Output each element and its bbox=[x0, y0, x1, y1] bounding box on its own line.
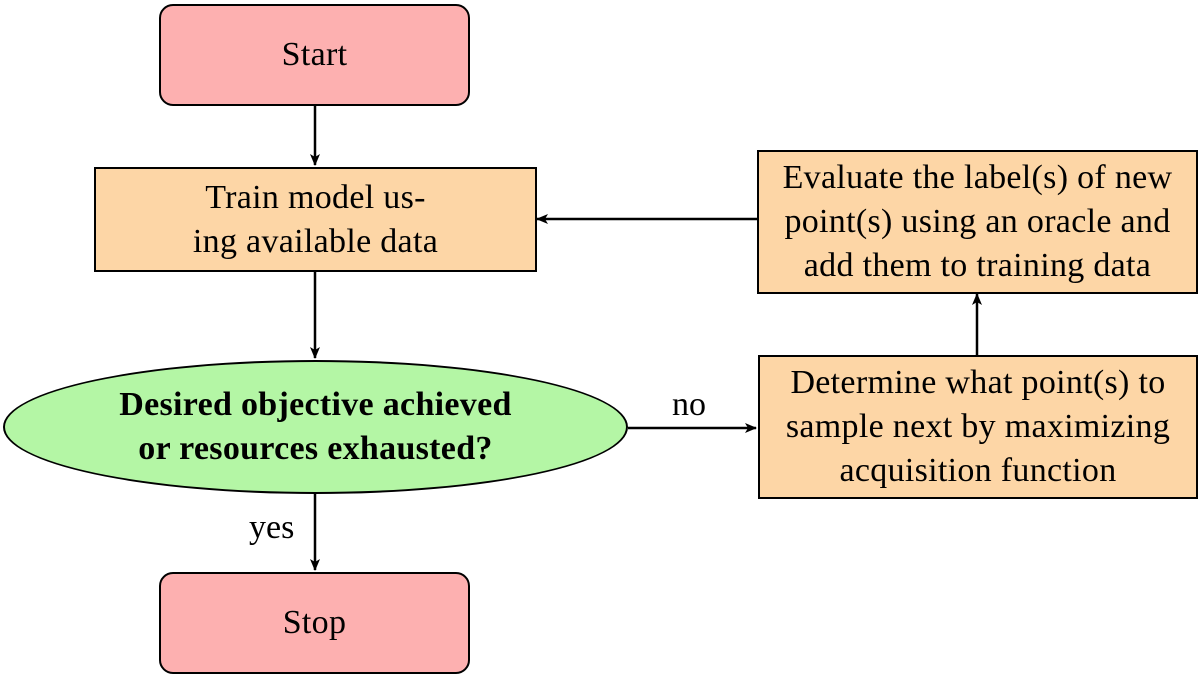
start-node: Start bbox=[159, 4, 470, 106]
decision-node: Desired objective achieved or resources … bbox=[3, 360, 628, 494]
stop-label: Stop bbox=[282, 604, 347, 641]
determine-points-node: Determine what point(s) to sample next b… bbox=[758, 355, 1198, 499]
train-model-line-1: Train model us- bbox=[205, 178, 426, 216]
decision-line-1: Desired objective achieved bbox=[119, 386, 512, 423]
evaluate-labels-node: Evaluate the label(s) of new point(s) us… bbox=[757, 150, 1198, 294]
evaluate-line-2: point(s) using an oracle and bbox=[784, 203, 1171, 240]
evaluate-line-3: add them to training data bbox=[803, 247, 1152, 284]
determine-line-1: Determine what point(s) to bbox=[790, 364, 1166, 401]
determine-line-3: acquisition function bbox=[839, 452, 1117, 489]
train-model-node: Train model us- ing available data bbox=[94, 167, 537, 272]
determine-line-2: sample next by maximizing bbox=[785, 408, 1171, 445]
evaluate-line-1: Evaluate the label(s) of new bbox=[782, 159, 1173, 196]
edge-label-no: no bbox=[672, 386, 706, 423]
start-label: Start bbox=[281, 36, 348, 73]
train-model-line-2: ing available data bbox=[192, 222, 439, 260]
decision-line-2: or resources exhausted? bbox=[138, 430, 493, 467]
edge-label-yes: yes bbox=[249, 509, 295, 546]
stop-node: Stop bbox=[159, 572, 470, 674]
